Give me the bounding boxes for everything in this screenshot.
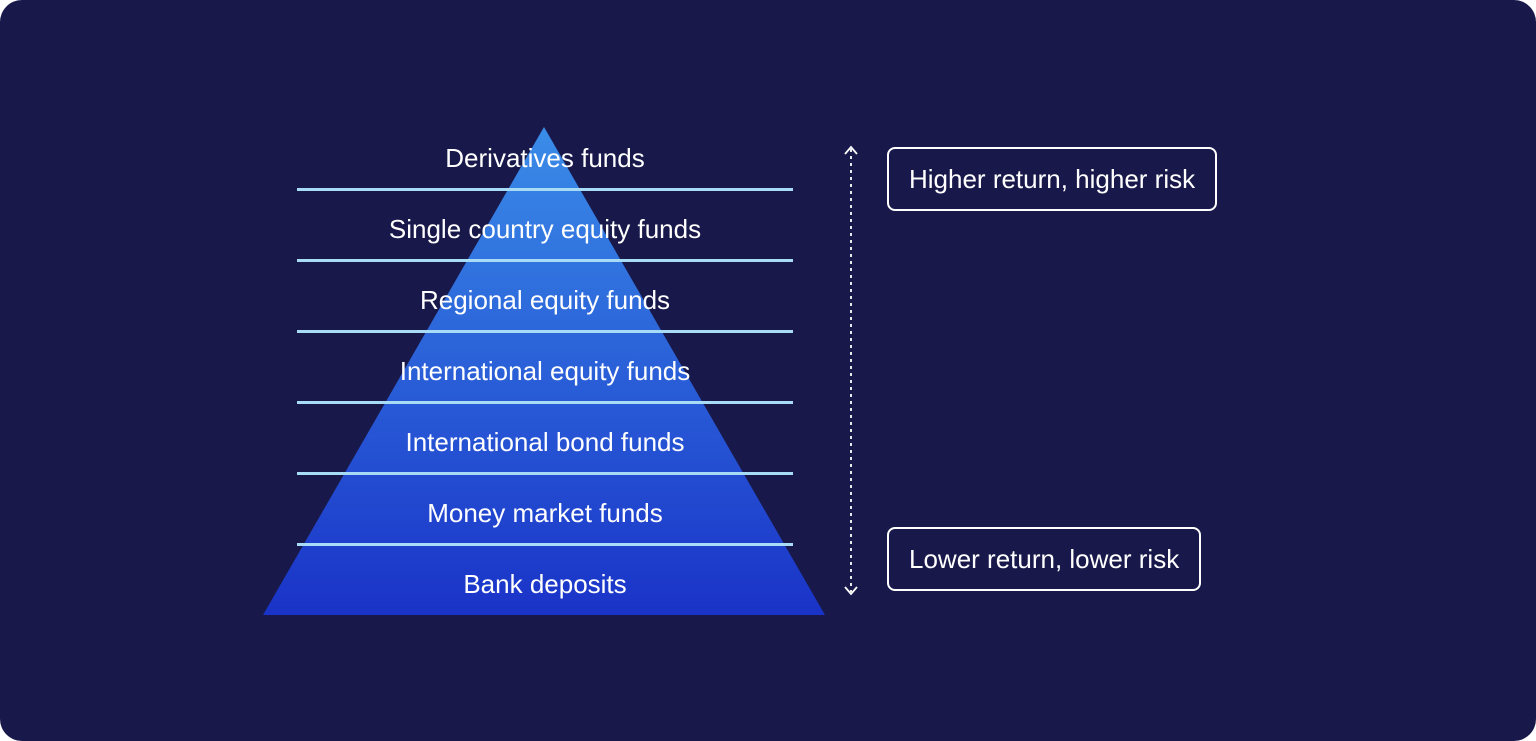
tier-label-single-country-equity: Single country equity funds — [388, 214, 702, 244]
tier-label-international-equity: International equity funds — [399, 356, 691, 386]
tier-divider — [297, 543, 793, 546]
tier-divider — [297, 401, 793, 404]
tier-divider — [297, 472, 793, 475]
tier-divider — [297, 259, 793, 262]
lower-risk-label: Lower return, lower risk — [887, 527, 1202, 591]
tier-label-bank-deposits: Bank deposits — [463, 569, 627, 599]
arrow-up-icon — [844, 145, 858, 155]
tier-divider — [297, 330, 793, 333]
arrow-down-icon — [844, 586, 858, 596]
tier-label-regional-equity: Regional equity funds — [419, 285, 671, 315]
tier-label-money-market: Money market funds — [427, 498, 663, 528]
tier-divider — [297, 188, 793, 191]
pyramid-triangle — [263, 127, 825, 615]
tier-label-international-bond: International bond funds — [405, 427, 685, 457]
tier-label-derivatives: Derivatives funds — [445, 143, 645, 173]
higher-risk-label: Higher return, higher risk — [887, 147, 1218, 211]
